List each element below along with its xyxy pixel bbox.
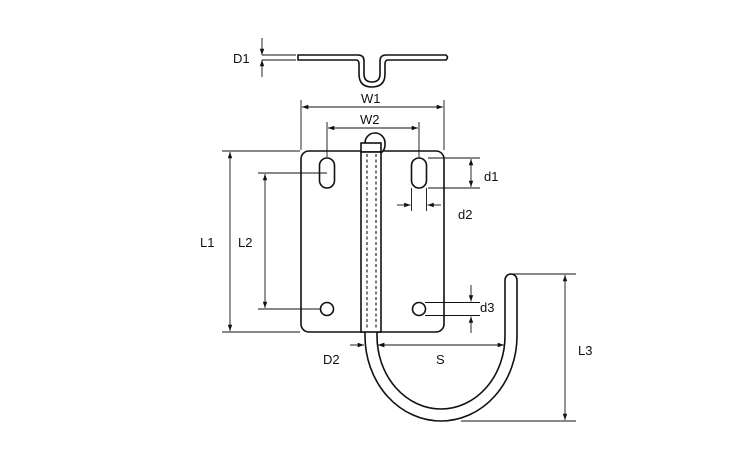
hole-left xyxy=(319,301,335,317)
front-view xyxy=(300,132,518,422)
dimension-l1 xyxy=(222,150,300,333)
dimension-l3 xyxy=(461,273,576,422)
label-d3: d3 xyxy=(480,300,494,315)
vertical-channel xyxy=(360,151,382,333)
label-l2: L2 xyxy=(238,235,252,250)
rod-nut xyxy=(360,142,382,153)
label-d2-slot: d2 xyxy=(458,207,472,222)
dimension-d3 xyxy=(425,285,480,333)
dimension-w1 xyxy=(300,100,445,150)
dimension-l2 xyxy=(258,172,327,310)
label-d1-slot: d1 xyxy=(484,169,498,184)
label-d1-thickness: D1 xyxy=(233,51,250,66)
label-l3: L3 xyxy=(578,343,592,358)
label-w1: W1 xyxy=(361,91,381,106)
label-w2: W2 xyxy=(360,112,380,127)
hole-right xyxy=(411,301,427,317)
dimension-d1-thickness xyxy=(259,38,296,77)
dimension-d2-slot xyxy=(397,188,441,211)
slot-right xyxy=(410,157,428,189)
label-s: S xyxy=(436,352,445,367)
dimension-d1-slot xyxy=(428,157,480,189)
label-l1: L1 xyxy=(200,235,214,250)
dimension-w2 xyxy=(326,122,420,157)
label-d2-rod: D2 xyxy=(323,352,340,367)
side-profile-view xyxy=(297,54,449,88)
